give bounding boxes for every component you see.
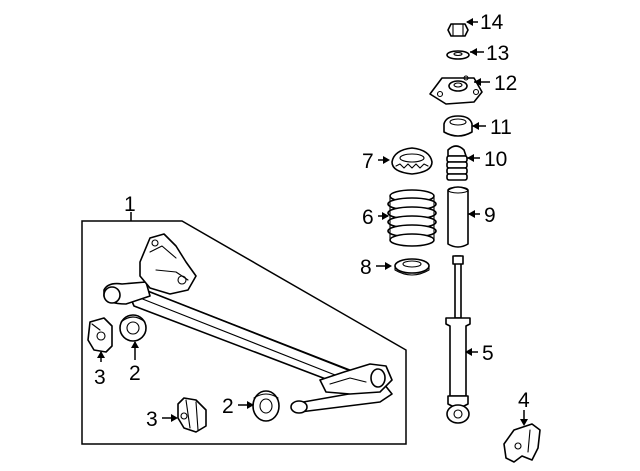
callout-3a-arrow	[97, 351, 105, 358]
bushing-lower	[252, 390, 280, 422]
washer	[446, 50, 470, 60]
callout-8-arrow	[385, 262, 392, 270]
callout-5: 5	[482, 342, 494, 365]
callout-11: 11	[490, 116, 512, 139]
callout-9: 9	[484, 204, 496, 227]
callout-13: 13	[486, 42, 509, 65]
shock-mount-bracket	[503, 423, 541, 463]
bushing-bracket-lower	[177, 397, 207, 433]
upper-mount	[429, 75, 483, 105]
axle-beam	[103, 233, 393, 414]
callout-5-arrow	[465, 348, 472, 356]
callout-2a: 2	[129, 362, 141, 385]
callout-2a-arrow	[131, 341, 139, 348]
mount-cushion	[443, 115, 473, 137]
callout-13-arrow	[470, 48, 477, 56]
bump-stop	[446, 145, 468, 181]
bushing-bracket-upper	[87, 317, 113, 353]
callout-7-arrow	[383, 156, 390, 164]
callout-14: 14	[480, 11, 504, 34]
callout-10: 10	[484, 148, 507, 171]
callout-1: 1	[124, 193, 136, 216]
bushing-upper	[119, 314, 147, 342]
dust-cover	[447, 186, 469, 248]
axle-assembly-frame	[81, 220, 407, 445]
spring-insulator-lower	[394, 258, 430, 276]
callout-12: 12	[494, 72, 517, 95]
callout-11-arrow	[472, 122, 479, 130]
callout-6: 6	[362, 206, 374, 229]
callout-3b: 3	[146, 408, 158, 431]
shock-absorber	[445, 255, 471, 424]
callout-7: 7	[362, 150, 374, 173]
callout-9-arrow	[468, 210, 475, 218]
callout-4-arrow	[520, 419, 528, 426]
nut	[447, 23, 469, 37]
callout-6-arrow	[382, 212, 389, 220]
callout-3a: 3	[94, 366, 106, 389]
callout-3b-arrow	[171, 414, 178, 422]
callout-10-arrow	[467, 154, 474, 162]
spring-insulator-upper	[391, 147, 433, 175]
callout-8: 8	[360, 256, 372, 279]
callout-2b: 2	[222, 395, 234, 418]
coil-spring	[387, 189, 437, 247]
callout-12-arrow	[474, 78, 481, 86]
callout-4: 4	[518, 389, 530, 412]
callout-14-arrow	[466, 18, 473, 26]
callout-2b-arrow	[247, 401, 254, 409]
